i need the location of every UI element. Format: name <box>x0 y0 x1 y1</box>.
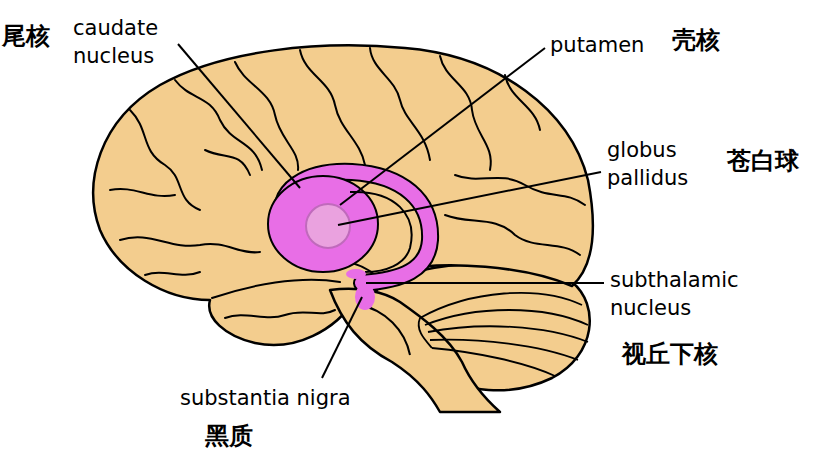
sulcus <box>205 150 250 175</box>
chinese-label: 尾核 <box>2 22 50 50</box>
sulcus <box>120 237 260 252</box>
sulcus <box>225 310 335 318</box>
sulcus <box>110 189 175 196</box>
leader-line <box>366 282 604 284</box>
chinese-label: 视丘下核 <box>622 340 718 368</box>
sulcus <box>445 215 580 255</box>
internal-curve <box>350 192 412 272</box>
cerebellum-folia <box>419 293 588 376</box>
sulcus <box>505 75 540 130</box>
structure-label: subthalamic nucleus <box>610 266 775 322</box>
subthalamic-nucleus-shape <box>346 269 366 279</box>
putamen-shape <box>268 176 378 272</box>
leader-line <box>338 172 601 225</box>
folium <box>419 318 432 348</box>
folium <box>425 310 588 325</box>
globus-pallidus-shape <box>306 204 350 248</box>
sulcus <box>145 272 200 275</box>
structure-label: globus pallidus <box>607 136 707 192</box>
leader-lines <box>178 44 604 378</box>
pons-curve <box>360 305 410 355</box>
structure-label: substantia nigra <box>180 384 351 412</box>
brainstem <box>330 289 500 412</box>
gyri-lines <box>110 48 585 318</box>
chinese-label: 苍白球 <box>727 147 799 175</box>
basal-ganglia <box>268 172 430 310</box>
leader-line <box>178 44 300 188</box>
sulcus <box>130 110 200 210</box>
sulcus <box>440 56 491 170</box>
leader-line <box>340 48 545 205</box>
leader-line <box>322 297 362 378</box>
folium <box>432 348 555 376</box>
chinese-label: 壳核 <box>672 26 720 54</box>
sulcus <box>175 80 262 170</box>
structure-label: putamen <box>550 31 644 59</box>
brain-outlines <box>93 45 592 412</box>
structure-label: caudate nucleus <box>73 14 173 70</box>
sulcus <box>300 50 365 165</box>
sulcus <box>212 280 340 298</box>
chinese-label: 黑质 <box>205 422 253 450</box>
sulcus <box>235 62 298 170</box>
